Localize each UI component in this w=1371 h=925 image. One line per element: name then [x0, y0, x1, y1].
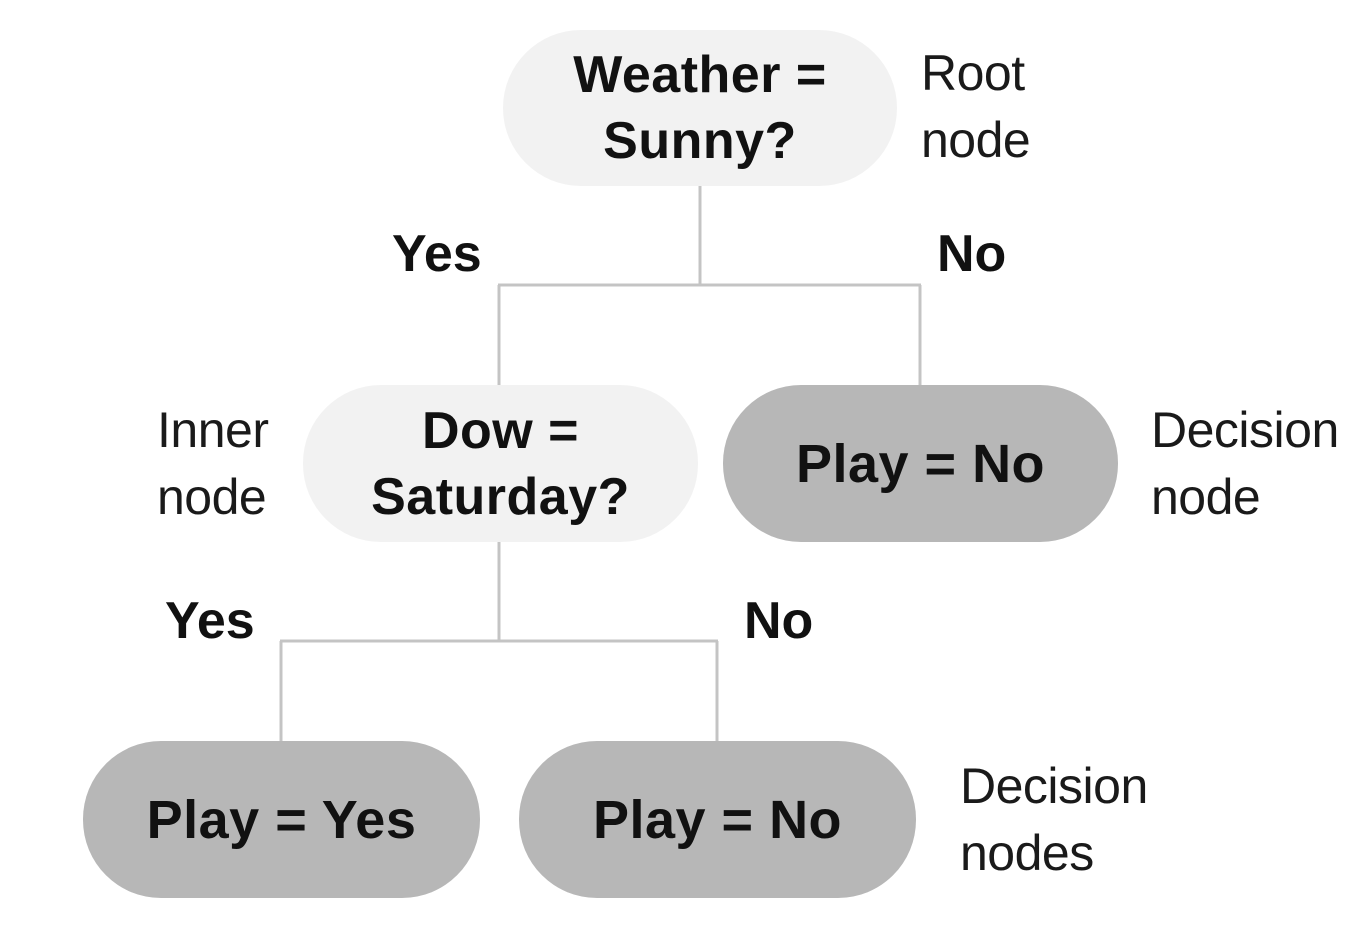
inner-node: Dow = Saturday?	[303, 385, 698, 542]
annotation-decision-nodes: Decision nodes	[960, 753, 1148, 887]
annotation-decisions-line2: nodes	[960, 825, 1094, 881]
decision-node-yes-label: Play = Yes	[146, 789, 417, 850]
annotation-inner-node: Inner node	[157, 397, 269, 531]
inner-node-line1: Dow =	[421, 401, 580, 460]
decision-node-right: Play = No	[723, 385, 1118, 542]
decision-node-right-label: Play = No	[795, 433, 1046, 494]
edge-label-root-no: No	[937, 225, 1007, 283]
edge-label-root-yes: Yes	[392, 225, 482, 283]
annotation-inner-line1: Inner	[157, 402, 269, 458]
edge-label-inner-yes: Yes	[165, 592, 255, 650]
decision-node-no: Play = No	[519, 741, 916, 898]
root-node-line2: Sunny?	[603, 112, 797, 170]
annotation-decisions-line1: Decision	[960, 758, 1148, 814]
root-node: Weather = Sunny?	[503, 30, 897, 186]
connector-lines	[279, 186, 922, 741]
annotation-decision-node: Decision node	[1151, 397, 1339, 531]
annotation-root-line2: node	[921, 112, 1031, 168]
decision-node-yes: Play = Yes	[83, 741, 480, 898]
decision-node-no-label: Play = No	[592, 789, 843, 850]
root-node-line1: Weather =	[573, 46, 827, 104]
annotation-inner-line2: node	[157, 469, 267, 525]
inner-node-line2: Saturday?	[371, 467, 630, 526]
annotation-root-node: Root node	[921, 40, 1031, 174]
annotation-root-line1: Root	[921, 45, 1025, 101]
annotation-decision-line1: Decision	[1151, 402, 1339, 458]
annotation-decision-line2: node	[1151, 469, 1261, 525]
edge-label-inner-no: No	[744, 592, 814, 650]
